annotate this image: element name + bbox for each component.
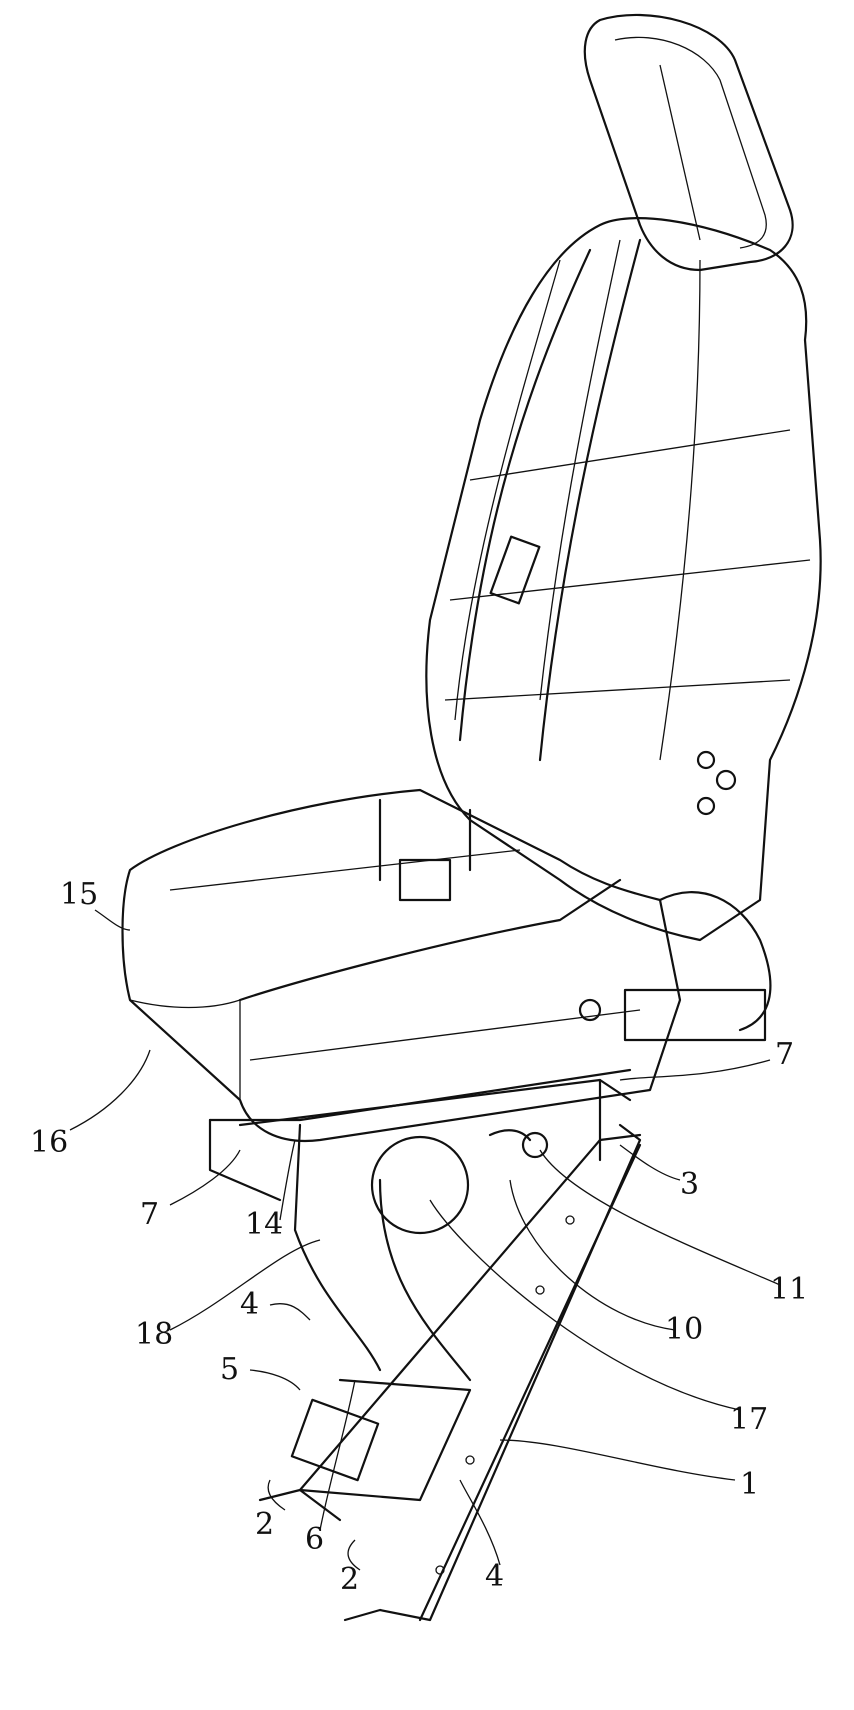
- label-2b: 2: [340, 1562, 360, 1597]
- leader-lines: [69, 909, 781, 1571]
- label-10: 10: [665, 1312, 704, 1347]
- backrest: [425, 217, 822, 942]
- label-4a: 4: [240, 1287, 260, 1322]
- label-11: 11: [770, 1272, 809, 1307]
- label-1: 1: [740, 1467, 760, 1502]
- label-17: 17: [730, 1402, 769, 1437]
- knob: [521, 1131, 549, 1159]
- label-15: 15: [60, 877, 99, 912]
- headrest: [583, 13, 794, 272]
- label-2a: 2: [255, 1507, 275, 1542]
- label-5: 5: [220, 1352, 240, 1387]
- label-16: 16: [30, 1125, 69, 1160]
- seat-base: [208, 1068, 632, 1382]
- label-7a: 7: [140, 1197, 160, 1232]
- rails: [258, 1123, 642, 1622]
- round-hole: [370, 1135, 470, 1235]
- label-14: 14: [245, 1207, 284, 1242]
- label-6: 6: [305, 1522, 325, 1557]
- seat-cushion: [121, 788, 772, 1142]
- label-7b: 7: [775, 1037, 795, 1072]
- label-3: 3: [680, 1167, 700, 1202]
- label-4b: 4: [485, 1559, 505, 1594]
- label-18: 18: [135, 1317, 174, 1352]
